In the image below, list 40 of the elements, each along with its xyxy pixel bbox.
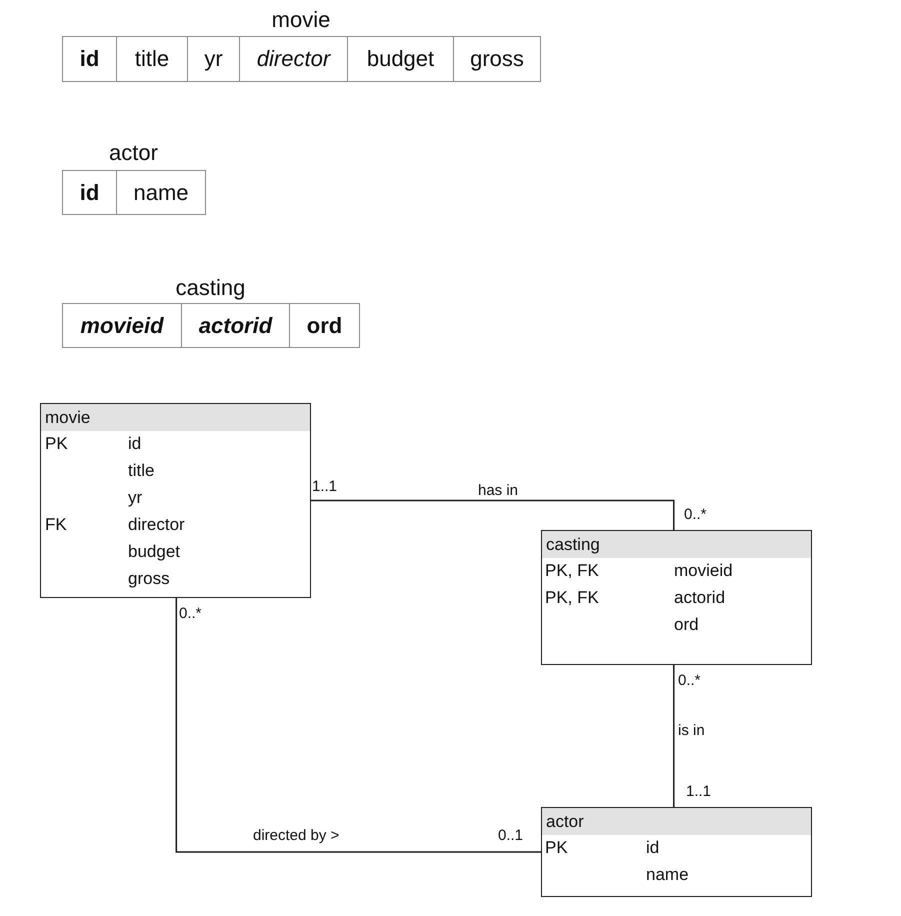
- column-cell: gross: [453, 36, 541, 82]
- column-cell: id: [62, 36, 117, 82]
- table-title: casting: [176, 275, 246, 301]
- field-name: name: [646, 865, 689, 885]
- column-cell: budget: [347, 36, 454, 82]
- key-marker: PK, FK: [545, 561, 599, 581]
- column-cell: title: [116, 36, 188, 82]
- entity-box: [40, 403, 311, 598]
- column-cell: yr: [187, 36, 240, 82]
- connector-line: [311, 500, 675, 530]
- column-cell: ord: [289, 303, 360, 348]
- field-name: id: [128, 434, 142, 454]
- column-cell: id: [62, 170, 117, 215]
- entity-title: casting: [542, 531, 811, 558]
- connector-line: [176, 598, 541, 853]
- field-name: budget: [128, 542, 180, 562]
- key-marker: PK, FK: [545, 588, 599, 608]
- entity-box: [541, 807, 812, 897]
- field-name: actorid: [674, 588, 726, 608]
- entity-title: movie: [41, 404, 310, 431]
- field-name: title: [128, 461, 154, 481]
- key-marker: FK: [45, 515, 67, 535]
- table-title: movie: [272, 7, 330, 33]
- column-cell: name: [116, 170, 206, 215]
- field-name: id: [646, 838, 660, 858]
- field-name: ord: [674, 615, 699, 635]
- field-name: yr: [128, 488, 142, 508]
- entity-box: [541, 530, 812, 665]
- entity-title: actor: [542, 808, 811, 835]
- key-marker: PK: [545, 838, 568, 858]
- edge-label: directed by >: [253, 827, 340, 844]
- column-cell: movieid: [62, 303, 182, 348]
- field-name: gross: [128, 569, 170, 589]
- table-title: actor: [109, 140, 158, 166]
- field-name: director: [128, 515, 185, 535]
- connector-line: [673, 665, 675, 807]
- key-marker: PK: [45, 434, 68, 454]
- field-name: movieid: [674, 561, 733, 581]
- column-cell: actorid: [181, 303, 290, 348]
- column-cell: director: [239, 36, 348, 82]
